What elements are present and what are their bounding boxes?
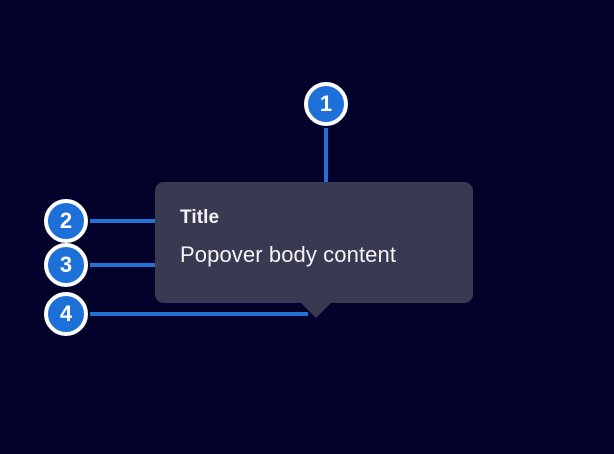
popover-container: Title Popover body content	[155, 182, 473, 318]
callout-badge-1-label: 1	[319, 91, 333, 116]
callout-badge-2: 2	[44, 199, 88, 243]
callout-badge-3: 3	[44, 243, 88, 287]
popover-arrow-icon	[300, 302, 332, 318]
callout-line-1	[324, 128, 328, 201]
callout-badge-2-label: 2	[59, 208, 73, 233]
popover-body: Popover body content	[180, 242, 397, 267]
popover-title: Title	[180, 207, 220, 228]
callout-badge-3-label: 3	[59, 252, 73, 277]
callout-line-4	[90, 312, 308, 316]
callout-badge-4: 4	[44, 292, 88, 336]
callout-line-3	[90, 263, 177, 267]
callout-line-2	[90, 219, 177, 223]
callout-badge-4-label: 4	[59, 301, 73, 326]
callout-badge-1: 1	[304, 82, 348, 126]
